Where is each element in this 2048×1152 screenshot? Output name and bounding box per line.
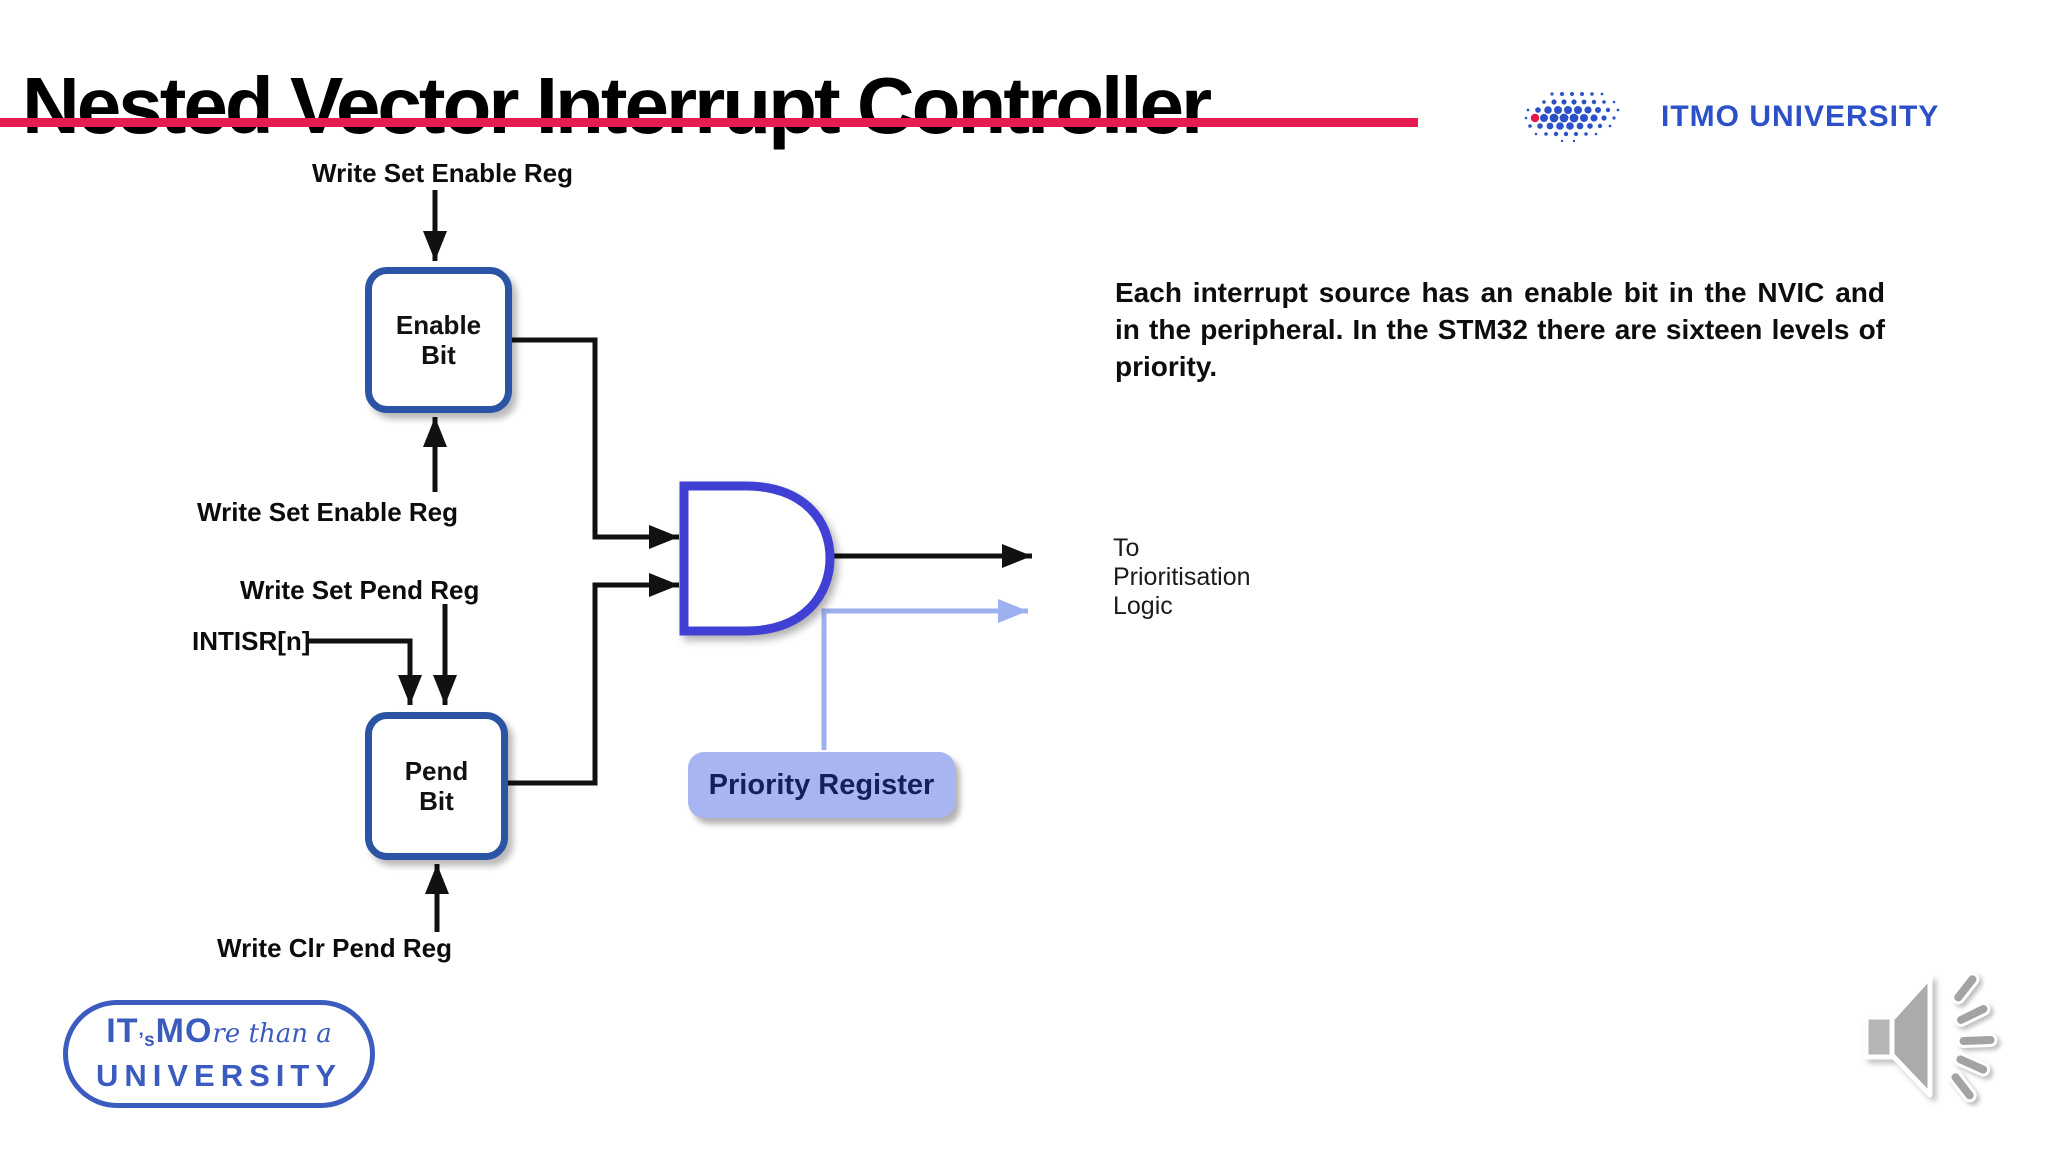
speaker-cone xyxy=(1889,974,1933,1098)
label-intisr: INTISR[n] xyxy=(192,626,311,656)
sound-wave-4 xyxy=(1953,1052,1991,1077)
label-write-clr-pend: Write Clr Pend Reg xyxy=(217,933,453,963)
page-title: Nested Vector Interrupt Controller xyxy=(22,60,1212,150)
itmo-footer-script: re than a xyxy=(212,1019,332,1049)
itmo-logo-text: ITMO UNIVERSITY xyxy=(1661,100,1940,133)
output-label-line3: Logic xyxy=(1113,592,1173,620)
output-label-line2: Prioritisation xyxy=(1113,563,1251,591)
priority-register-box: Priority Register xyxy=(688,752,955,818)
priority-register-label: Priority Register xyxy=(708,768,935,801)
itmo-footer-apos: ’s xyxy=(138,1030,156,1051)
title-underline xyxy=(0,118,1418,127)
sound-wave-3 xyxy=(1956,1033,1998,1048)
pend-bit-box: Pend Bit xyxy=(365,712,508,860)
label-write-set-enable-mid: Write Set Enable Reg xyxy=(197,497,459,527)
pend-bit-line1: Pend xyxy=(404,756,469,786)
speaker-body xyxy=(1863,1014,1897,1060)
label-write-set-enable-top: Write Set Enable Reg xyxy=(312,158,574,188)
itmo-dots-icon xyxy=(1524,92,1620,143)
wire-pend-to-gate xyxy=(508,573,679,786)
itmo-footer-line1: IT’sMOre than a xyxy=(106,1014,331,1058)
itmo-university-logo: ITMO UNIVERSITY xyxy=(1522,88,1939,146)
wire-enable-to-gate xyxy=(512,337,679,549)
speaker-icon[interactable] xyxy=(1852,955,2012,1115)
slide-note: Each interrupt source has an enable bit … xyxy=(1115,277,1885,382)
itmo-footer-mo: MO xyxy=(155,1012,213,1050)
sound-wave-1 xyxy=(1951,972,1980,1005)
label-write-set-pend: Write Set Pend Reg xyxy=(240,575,480,605)
wire-priority-to-logic xyxy=(821,599,1028,750)
sound-wave-2 xyxy=(1953,1001,1991,1027)
enable-bit-line2: Bit xyxy=(421,340,456,370)
and-gate xyxy=(679,481,835,636)
itmo-footer-it: IT xyxy=(106,1012,139,1050)
output-label-line1: To xyxy=(1113,534,1140,562)
itmo-footer-logo: IT’sMOre than a UNIVERSITY xyxy=(63,1000,375,1108)
itmo-footer-line2: UNIVERSITY xyxy=(95,1058,343,1093)
sound-wave-5 xyxy=(1948,1070,1977,1103)
output-label: To Prioritisation Logic xyxy=(1113,534,1251,621)
itmo-red-dot xyxy=(1530,113,1540,123)
pend-bit-line2: Bit xyxy=(419,786,454,816)
enable-bit-box: Enable Bit xyxy=(365,267,512,413)
wire-intisr xyxy=(307,638,422,705)
enable-bit-line1: Enable xyxy=(395,310,482,340)
